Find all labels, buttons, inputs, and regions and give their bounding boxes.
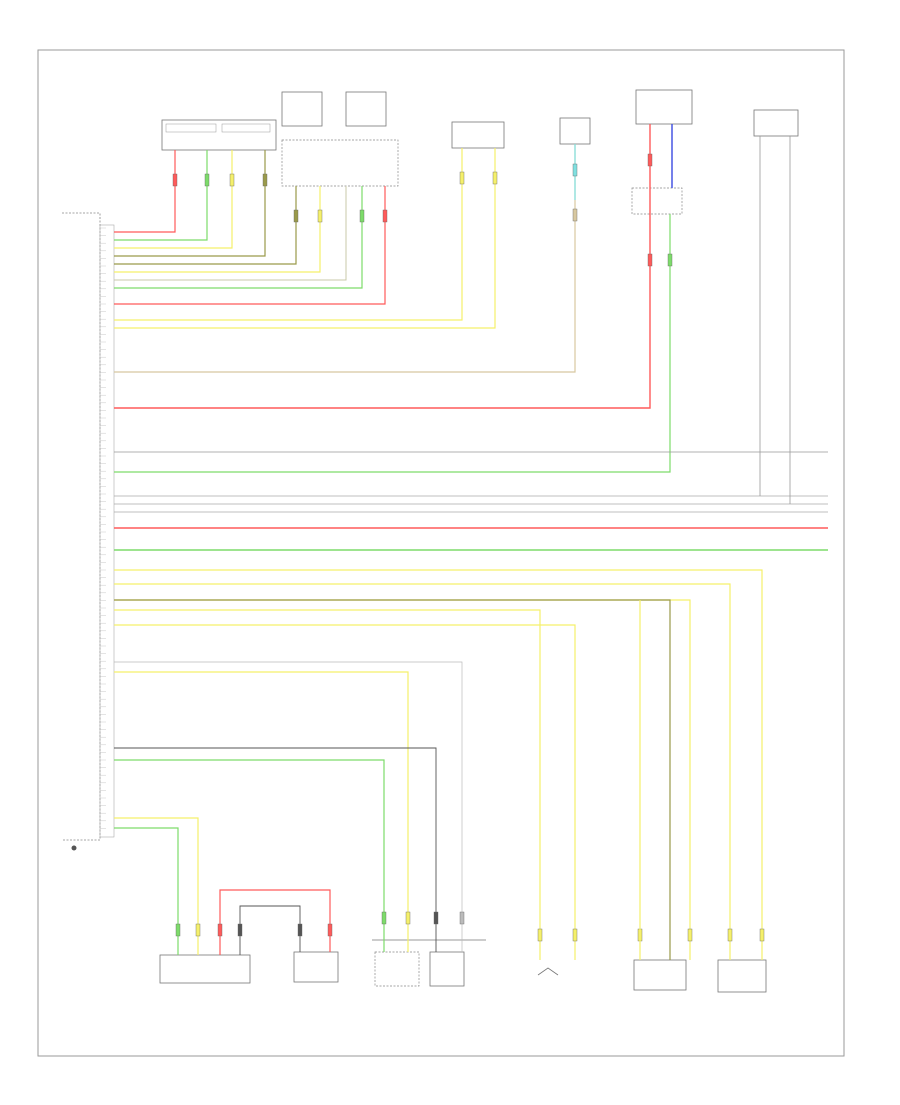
connector-pin: [217, 923, 223, 937]
connector-pin: [359, 209, 365, 223]
wire-yellow: [114, 583, 731, 960]
connector-pin: [537, 928, 543, 942]
wire-green: [114, 214, 671, 473]
connector-pin: [297, 923, 303, 937]
wire-yellow: [114, 624, 576, 960]
wire-dark: [239, 905, 301, 955]
connector-pin: [759, 928, 765, 942]
top-component-5: [631, 89, 693, 215]
connector-pin: [405, 911, 411, 925]
connector-pin: [647, 153, 653, 167]
connector-pin: [572, 208, 578, 222]
wire-top: [114, 186, 347, 281]
airbag-sensor-assembly: [62, 212, 115, 851]
connector-pin: [175, 923, 181, 937]
wire-dark: [114, 747, 437, 952]
wire-top: [114, 186, 386, 305]
connector-pin: [572, 163, 578, 177]
bottom-component-6: [717, 959, 767, 993]
top-component-1: [161, 119, 277, 151]
wire-red: [219, 889, 331, 955]
bottom-component-2: [293, 951, 339, 983]
wire-yellow: [114, 817, 199, 955]
wire-red: [114, 124, 651, 409]
wires: [114, 124, 828, 960]
diagram-border: [37, 49, 845, 1057]
wire-olive: [114, 599, 671, 960]
connector-pin: [327, 923, 333, 937]
connector-pin: [727, 928, 733, 942]
connector-pin: [667, 253, 673, 267]
connector-pin: [237, 923, 243, 937]
wire-yellow: [114, 599, 691, 960]
top-component-6: [753, 109, 799, 137]
connector-pin: [433, 911, 439, 925]
top-component-4: [559, 117, 591, 145]
wire-top: [114, 150, 176, 233]
wire-green: [114, 827, 179, 955]
connector-pin: [229, 173, 235, 187]
bottom-component-4: [537, 967, 559, 976]
top-component-3: [451, 121, 505, 149]
connector-pin: [687, 928, 693, 942]
connector-pin: [293, 209, 299, 223]
wire-yellow: [114, 569, 763, 960]
connector-pin: [647, 253, 653, 267]
wire-top: [114, 150, 208, 241]
module-pin-ticks: [100, 227, 106, 829]
connector-pin: [572, 928, 578, 942]
wire-yellow: [114, 671, 409, 952]
connector-pin: [382, 209, 388, 223]
ground-icon: [71, 845, 77, 851]
connector-pin: [459, 911, 465, 925]
connector-pin: [381, 911, 387, 925]
wire-top: [114, 148, 463, 321]
wire-top: [114, 148, 496, 329]
connector-pin: [262, 173, 268, 187]
top-component-2: [281, 91, 399, 187]
wire-top: [114, 186, 321, 273]
connector-pin: [204, 173, 210, 187]
bottom-component-3: [372, 939, 486, 987]
connector-pin: [172, 173, 178, 187]
wire-gray: [114, 661, 463, 952]
connector-pin: [492, 171, 498, 185]
bottom-component-1: [159, 954, 251, 984]
wire-top: [114, 150, 233, 249]
wire-top: [114, 186, 363, 289]
wire-top: [114, 186, 297, 265]
bottom-component-5: [633, 959, 687, 991]
wire-yellow: [114, 609, 541, 960]
wire-tan: [114, 144, 576, 373]
wire-green: [114, 759, 385, 952]
connector-pin: [195, 923, 201, 937]
connector-pin: [459, 171, 465, 185]
connector-pin: [317, 209, 323, 223]
